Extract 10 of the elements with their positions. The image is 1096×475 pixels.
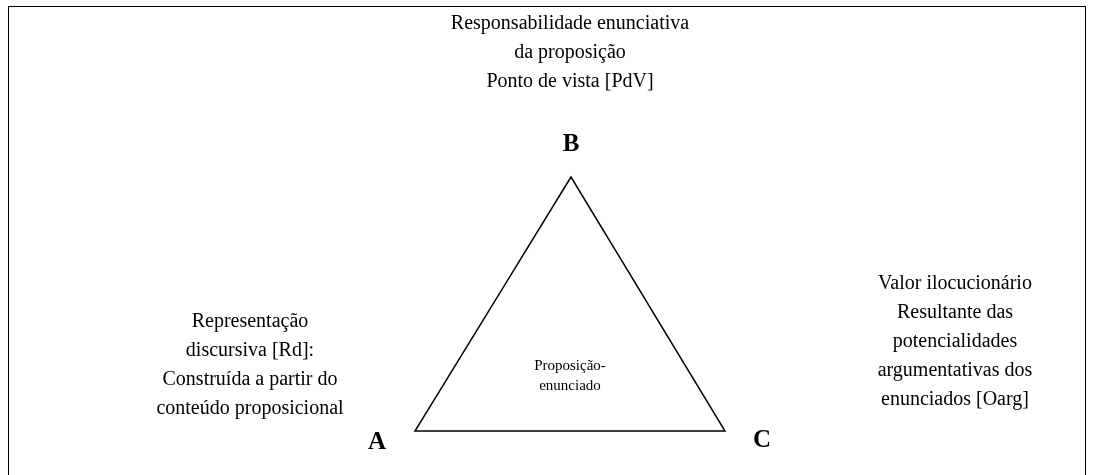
vertex-description: Construída a partir do conteúdo proposicional	[155, 366, 345, 421]
vertex-letter: C	[751, 424, 773, 453]
vertex-description: Valor ilocucionário	[877, 270, 1033, 295]
vertex-letter: A	[366, 426, 388, 455]
vertex-description: Representação discursiva [Rd]:	[184, 308, 316, 362]
vertex-description: Ponto de vista [PdV]	[485, 68, 655, 93]
vertex-description: Responsabilidade enunciativa da proposição	[449, 10, 691, 65]
vertex-letter: B	[561, 128, 581, 157]
center-label: Proposição-enunciado	[533, 356, 607, 395]
vertex-description: Resultante das potencialidades argumentativas dos enunciados [Oarg]	[876, 299, 1034, 412]
